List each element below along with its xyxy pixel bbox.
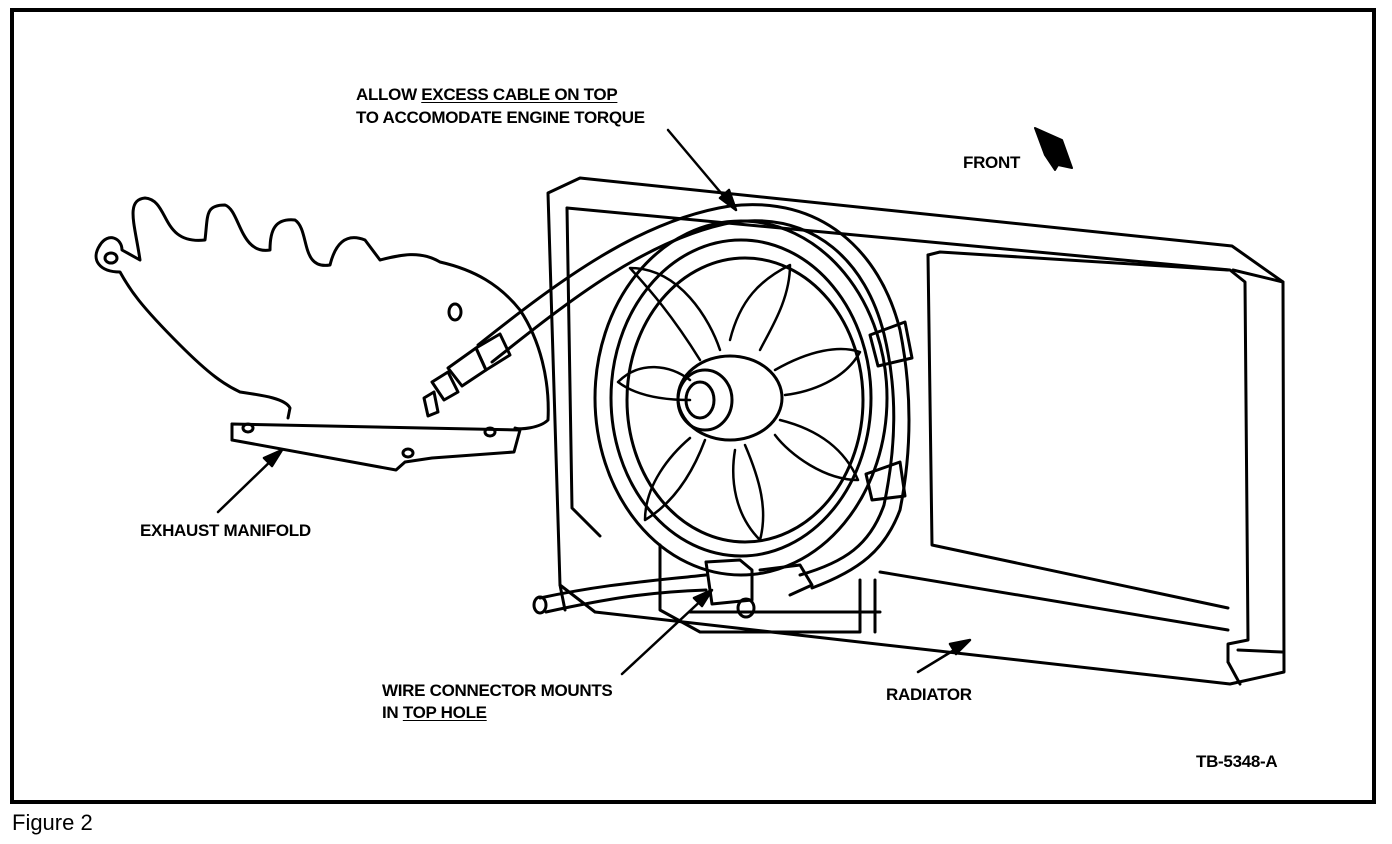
wire-connector: [532, 558, 814, 619]
radiator-label: RADIATOR: [886, 685, 972, 704]
figure-frame: [10, 8, 1376, 804]
leader-arrows: [216, 128, 972, 676]
sensor-cable: [422, 203, 914, 590]
fan-shroud: [593, 219, 889, 634]
front-label: FRONT: [963, 153, 1021, 172]
exhaust-manifold-label: EXHAUST MANIFOLD: [140, 521, 311, 540]
wire-connector-label-line1: WIRE CONNECTOR MOUNTS: [382, 681, 613, 700]
radiator: [546, 176, 1286, 686]
exhaust-manifold: [94, 196, 550, 472]
fan-hub: [676, 354, 784, 442]
excess-cable-label-line2: TO ACCOMODATE ENGINE TORQUE: [356, 108, 645, 127]
reference-code: TB-5348-A: [1196, 752, 1278, 771]
wire-connector-label-line2: IN TOP HOLE: [382, 703, 487, 722]
figure-caption: Figure 2: [12, 810, 93, 835]
fan-blades: [616, 263, 862, 542]
excess-cable-label-line1: ALLOW EXCESS CABLE ON TOP: [356, 85, 618, 104]
front-arrow-icon: [1034, 127, 1073, 171]
